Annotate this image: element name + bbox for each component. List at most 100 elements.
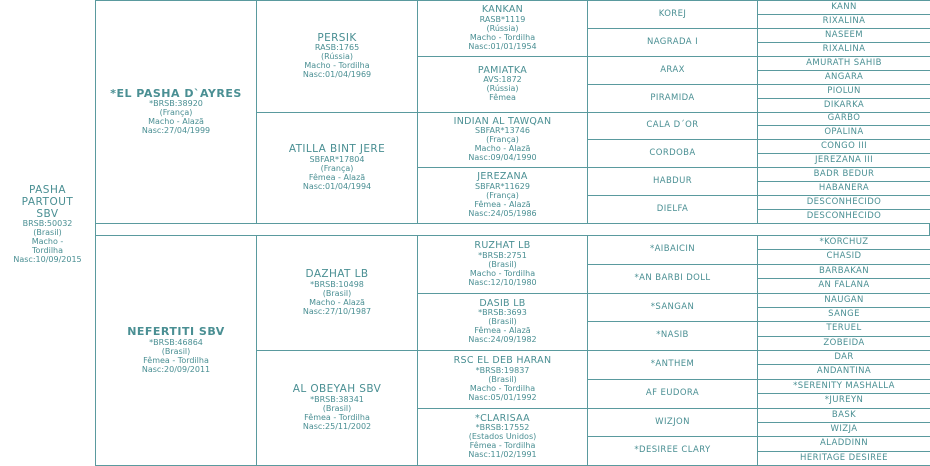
- horse-detail: *BRSB:38341: [310, 394, 364, 404]
- horse-detail: (Rússia): [486, 84, 519, 94]
- horse-detail: SBFAR*11629: [475, 181, 530, 191]
- horse-name: ATILLA BINT JERE: [288, 143, 386, 156]
- gen5-cell: PIOLUN: [757, 84, 930, 99]
- grandparent-cell: AL OBEYAH SBV*BRSB:38341(Brasil)Fêmea - …: [256, 350, 418, 466]
- horse-name: RSC EL DEB HARAN: [453, 355, 552, 367]
- gen5-cell: ANGARA: [757, 70, 930, 85]
- gen5-cell: *SERENITY MASHALLA: [757, 379, 930, 394]
- subject-name-line: PASHA: [28, 184, 67, 196]
- horse-detail: Macho - Alazã: [309, 297, 365, 307]
- subject-detail: BRSB:50032: [22, 219, 73, 229]
- subject-name-line: SBV: [36, 207, 59, 220]
- horse-detail: Fêmea - Tordilha: [304, 412, 370, 422]
- horse-name: RUZHAT LB: [474, 240, 531, 252]
- horse-detail: Macho - Alazã: [474, 144, 531, 154]
- gen4-cell: AF EUDORA: [587, 379, 758, 409]
- horse-name: BARBAKAN: [819, 265, 869, 276]
- horse-detail: Nasc:24/09/1982: [468, 335, 537, 345]
- horse-detail: Macho - Tordilha: [469, 383, 536, 393]
- gen5-cell: *JUREYN: [757, 393, 930, 409]
- horse-detail: *BRSB:3693: [478, 308, 527, 318]
- horse-detail: Nasc:11/02/1991: [468, 450, 537, 460]
- horse-name: INDIAN AL TAWQAN: [453, 115, 552, 127]
- horse-detail: (Brasil): [322, 403, 352, 413]
- gen4-cell: PIRAMIDA: [587, 84, 758, 113]
- horse-detail: Nasc:09/04/1990: [468, 153, 537, 163]
- horse-name: BASK: [831, 409, 857, 420]
- gen4-cell: NAGRADA I: [587, 28, 758, 57]
- horse-name: *SERENITY MASHALLA: [793, 380, 895, 391]
- great-grandparent-cell: RSC EL DEB HARAN*BRSB:19837(Brasil)Macho…: [417, 350, 588, 409]
- gen5-cell: BASK: [757, 408, 930, 423]
- horse-name: PIRAMIDA: [650, 92, 695, 103]
- horse-name: PIOLUN: [827, 85, 861, 96]
- horse-detail: (Brasil): [488, 374, 517, 384]
- horse-name: ZOBEIDA: [823, 337, 865, 348]
- horse-name: *SANGAN: [650, 301, 695, 312]
- horse-name: DIKARKA: [823, 99, 865, 110]
- horse-name: *AIBAICIN: [649, 244, 696, 255]
- horse-detail: Nasc:01/04/1969: [302, 70, 372, 80]
- gen4-cell: *AN BARBI DOLL: [587, 264, 758, 294]
- subject-detail: Nasc:10/09/2015: [13, 255, 82, 265]
- horse-detail: SBFAR*13746: [475, 126, 530, 136]
- horse-name: *AN BARBI DOLL: [634, 273, 711, 284]
- horse-name: NAUGAN: [824, 294, 864, 305]
- subject-name-line: PARTOUT: [21, 195, 74, 208]
- horse-detail: Nasc:25/11/2002: [302, 421, 372, 431]
- horse-name: *CLARISAA: [475, 412, 530, 424]
- gen5-cell: SANGE: [757, 307, 930, 322]
- horse-detail: SBFAR*17804: [309, 154, 365, 164]
- horse-detail: (Rússia): [321, 52, 353, 62]
- gen5-cell: RIXALINA: [757, 14, 930, 29]
- gen5-cell: HABANERA: [757, 181, 930, 196]
- horse-name: ANDANTINA: [816, 366, 872, 377]
- gen5-cell: CHASID: [757, 249, 930, 265]
- horse-name: RIXALINA: [822, 43, 866, 54]
- horse-name: DESCONHECIDO: [806, 210, 882, 221]
- horse-detail: Nasc:24/05/1986: [468, 208, 537, 218]
- horse-detail: *BRSB:46864: [149, 337, 203, 347]
- gen4-cell: DIELFA: [587, 195, 758, 224]
- gen4-cell: *SANGAN: [587, 293, 758, 322]
- gen5-cell: GARBO: [757, 112, 930, 126]
- horse-name: TERUEL: [826, 323, 862, 334]
- subject-detail: Macho -: [31, 237, 64, 247]
- gen5-cell: AMURATH SAHIB: [757, 56, 930, 71]
- horse-detail: Nasc:20/09/2011: [141, 364, 211, 374]
- horse-detail: Nasc:05/01/1992: [468, 392, 537, 402]
- horse-name: DAZHAT LB: [305, 268, 369, 281]
- gen5-cell: CONGO III: [757, 139, 930, 154]
- gen5-cell: ALADDINN: [757, 436, 930, 452]
- horse-detail: (Rússia): [486, 23, 519, 33]
- horse-detail: (França): [486, 135, 519, 145]
- horse-name: AMURATH SAHIB: [806, 57, 882, 68]
- horse-detail: *BRSB:17552: [475, 423, 530, 433]
- gen5-cell: JEREZANA III: [757, 153, 930, 168]
- horse-name: *DESIREE CLARY: [634, 445, 711, 456]
- horse-name: CALA D´OR: [646, 120, 699, 131]
- horse-name: *EL PASHA D`AYRES: [110, 86, 242, 100]
- gen5-cell: ANDANTINA: [757, 364, 930, 380]
- gen5-cell: *KORCHUZ: [757, 235, 930, 250]
- horse-detail: Macho - Tordilha: [469, 32, 536, 42]
- gen4-cell: WIZJON: [587, 408, 758, 437]
- horse-detail: *BRSB:19837: [475, 365, 530, 375]
- gen5-cell: BARBAKAN: [757, 264, 930, 279]
- horse-detail: (Estados Unidos): [468, 432, 537, 442]
- horse-name: HERITAGE DESIREE: [800, 452, 888, 463]
- horse-name: NEFERTITI SBV: [127, 325, 225, 339]
- horse-detail: (Brasil): [161, 346, 191, 356]
- horse-name: DASIB LB: [479, 297, 526, 309]
- horse-detail: Fêmea - Tordilha: [469, 441, 536, 451]
- horse-detail: RASB:1765: [314, 43, 360, 53]
- horse-name: ANGARA: [824, 71, 864, 82]
- horse-detail: Macho - Tordilha: [304, 61, 370, 71]
- horse-name: OPALINA: [824, 126, 864, 137]
- horse-name: ALADDINN: [819, 438, 869, 449]
- horse-name: AL OBEYAH SBV: [292, 383, 382, 396]
- horse-name: HABDUR: [652, 175, 693, 186]
